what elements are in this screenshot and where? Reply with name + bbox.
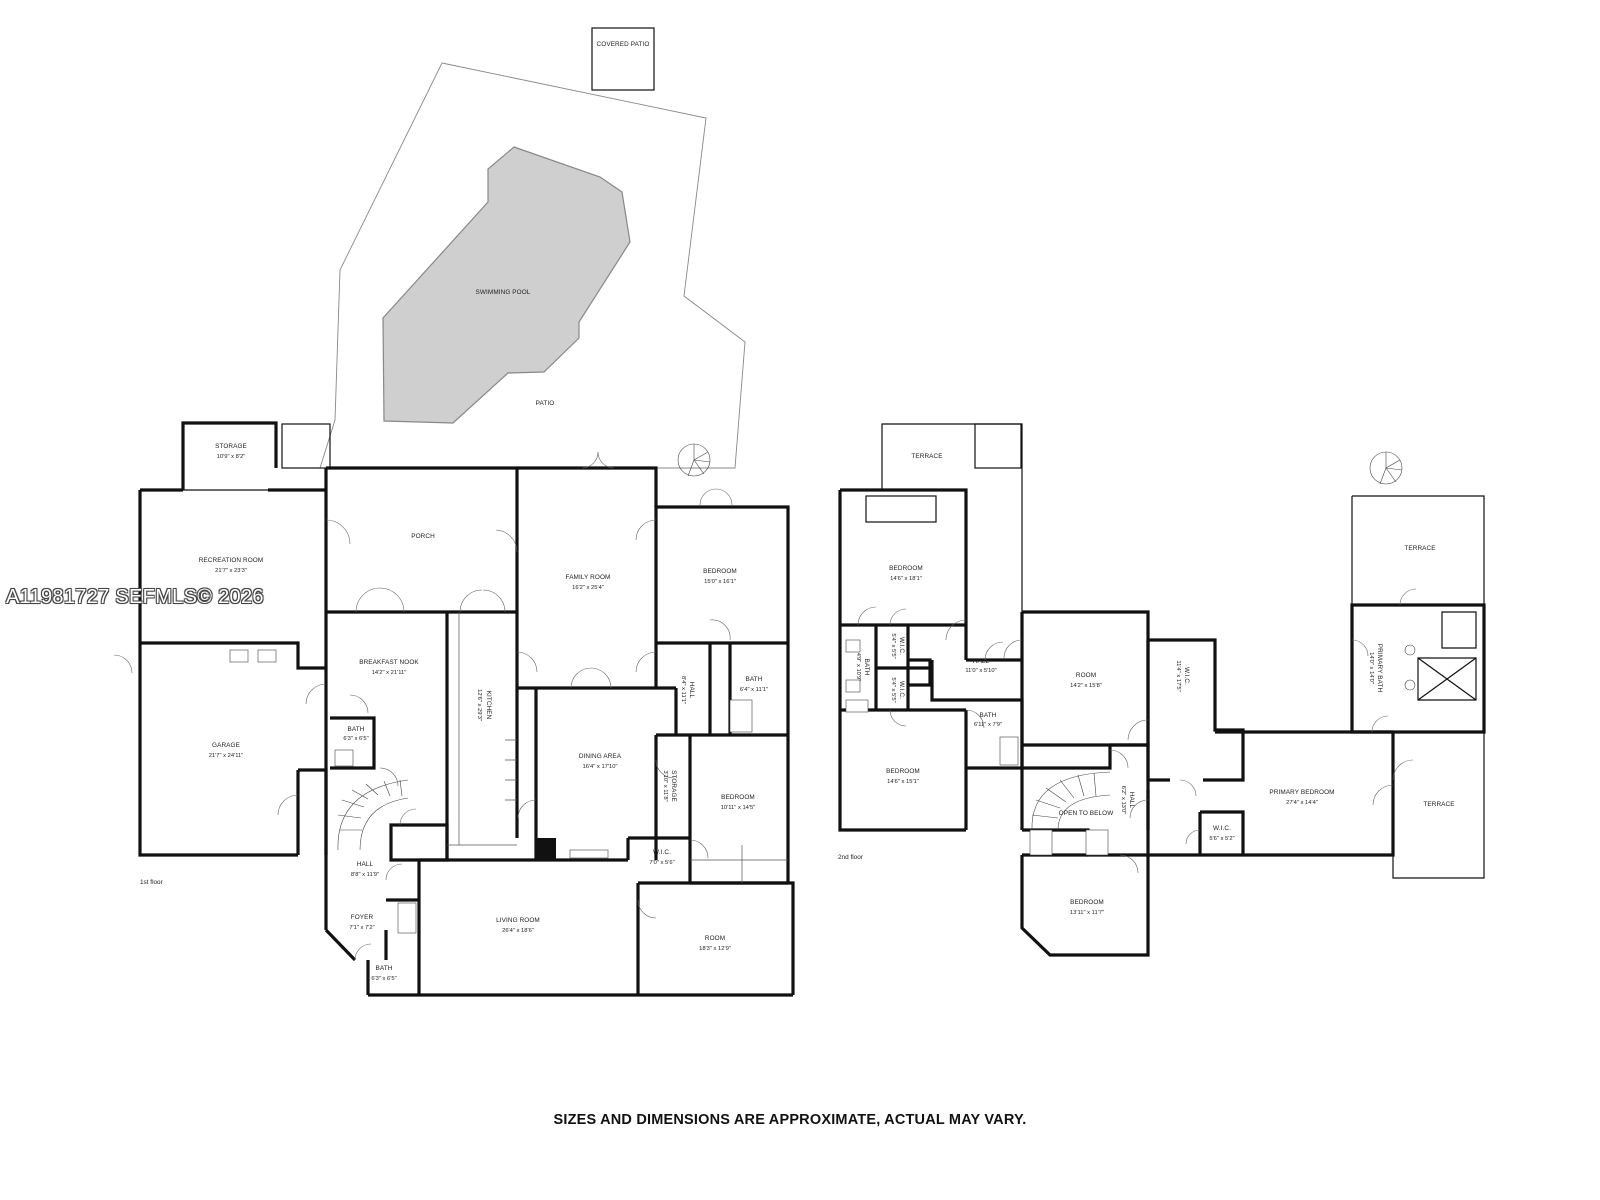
disclaimer-text: SIZES AND DIMENSIONS ARE APPROXIMATE, AC… bbox=[553, 1112, 1027, 1128]
first-floor-details bbox=[229, 612, 788, 934]
bedroom-3-dims: 14'6" x 18'1" bbox=[890, 576, 922, 582]
bedroom-3-label: BEDROOM bbox=[889, 565, 923, 572]
bedroom-1-label: BEDROOM bbox=[703, 568, 737, 575]
family-room-dims: 16'2" x 25'4" bbox=[572, 585, 604, 591]
porch-label: PORCH bbox=[411, 533, 435, 540]
terrace-3-label: TERRACE bbox=[1423, 801, 1454, 808]
hall-2-dims: 8'8" x 11'9" bbox=[351, 872, 379, 878]
second-floor-details bbox=[845, 639, 1109, 856]
bath-2-dims: 6'4" x 11'1" bbox=[740, 687, 768, 693]
bath-2-label: BATH bbox=[746, 676, 763, 683]
primary-bath-label: PRIMARY BATH bbox=[1376, 644, 1383, 693]
recreation-room-dims: 21'7" x 23'3" bbox=[215, 568, 247, 574]
mls-watermark: A11981727 SEFMLS© 2026 bbox=[6, 586, 264, 608]
storage-2-dims: 3'10" x 11'8" bbox=[662, 770, 668, 801]
storage-1-label: STORAGE bbox=[215, 443, 247, 450]
wic-2-label: W.I.C. bbox=[898, 637, 905, 655]
hall-2-label: HALL bbox=[357, 861, 374, 868]
hall-1-dims: 8'4" x 11'1" bbox=[680, 676, 686, 704]
spiral-staircase-1 bbox=[677, 443, 711, 477]
primary-bath-dims: 14'0" x 14'0" bbox=[1368, 652, 1374, 684]
wic-5-dims: 5'6" x 5'2" bbox=[1209, 836, 1234, 842]
storage-1-dims: 10'9" x 8'2" bbox=[217, 454, 246, 460]
bath-1-label: BATH bbox=[348, 726, 365, 733]
bedroom-1-dims: 15'0" x 16'1" bbox=[704, 579, 736, 585]
living-room-label: LIVING ROOM bbox=[496, 917, 540, 924]
room-2-label: ROOM bbox=[1076, 672, 1096, 679]
first-floor-label: 1st floor bbox=[140, 879, 164, 886]
wic-1-dims: 7'0" x 5'6" bbox=[649, 860, 674, 866]
curved-staircase-1 bbox=[337, 779, 409, 851]
bath-1-dims: 6'3" x 6'5" bbox=[343, 736, 368, 742]
primary-bedroom-dims: 27'4" x 14'4" bbox=[1286, 800, 1318, 806]
spiral-staircase-2 bbox=[1369, 451, 1403, 485]
hall-1-label: HALL bbox=[688, 682, 695, 699]
bedroom-5-dims: 13'11" x 11'7" bbox=[1070, 910, 1104, 916]
second-floor-doors bbox=[857, 588, 1417, 874]
patio-label: PATIO bbox=[536, 400, 555, 407]
bath-3-label: BATH bbox=[376, 965, 393, 972]
hall-4-label: HALL bbox=[1128, 792, 1135, 809]
covered-patio-outline bbox=[591, 27, 655, 91]
swimming-pool-label: SWIMMING POOL bbox=[476, 289, 531, 296]
wic-4-dims: 11'4" x 17'5" bbox=[1175, 660, 1181, 691]
curved-staircase-2 bbox=[1031, 771, 1111, 831]
bath-4-label: BATH bbox=[863, 659, 870, 676]
terrace-1-label: TERRACE bbox=[911, 453, 942, 460]
primary-bedroom-label: PRIMARY BEDROOM bbox=[1269, 789, 1334, 796]
bath-5-label: BATH bbox=[980, 712, 997, 719]
wic-5-label: W.I.C. bbox=[1213, 825, 1231, 832]
wic-4-label: W.I.C. bbox=[1183, 667, 1190, 685]
swimming-pool-shape bbox=[382, 146, 631, 424]
room-2-dims: 14'2" x 15'8" bbox=[1070, 683, 1102, 689]
open-to-below-label: OPEN TO BELOW bbox=[1059, 810, 1115, 817]
family-room-label: FAMILY ROOM bbox=[566, 574, 611, 581]
bath-5-dims: 6'11" x 7'9" bbox=[974, 722, 1002, 728]
living-room-dims: 26'4" x 18'6" bbox=[502, 928, 534, 934]
hall-4-dims: 6'2" x 13'0" bbox=[1120, 786, 1126, 815]
bedroom-2-label: BEDROOM bbox=[721, 794, 755, 801]
room-labels: COVERED PATIO SWIMMING POOL PATIO STORAG… bbox=[140, 41, 1455, 982]
garage-dims: 21'7" x 24'11" bbox=[209, 753, 244, 759]
garage-label: GARAGE bbox=[212, 742, 240, 749]
second-floor-walls bbox=[838, 423, 1486, 957]
wic-1-label: W.I.C. bbox=[653, 849, 671, 856]
dining-area-label: DINING AREA bbox=[579, 753, 622, 760]
foyer-dims: 7'1" x 7'2" bbox=[349, 925, 374, 931]
kitchen-dims: 12'6" x 29'3" bbox=[476, 689, 482, 721]
kitchen-label: KITCHEN bbox=[485, 691, 492, 720]
first-floor-walls bbox=[138, 421, 795, 997]
wic-3-label: W.I.C. bbox=[898, 681, 905, 699]
breakfast-nook-dims: 14'2" x 21'11" bbox=[372, 670, 407, 676]
foyer-label: FOYER bbox=[351, 914, 374, 921]
breakfast-nook-label: BREAKFAST NOOK bbox=[359, 659, 419, 666]
bath-3-dims: 6'3" x 6'5" bbox=[371, 976, 396, 982]
bedroom-4-dims: 14'6" x 15'1" bbox=[887, 779, 919, 785]
terrace-2-label: TERRACE bbox=[1404, 545, 1435, 552]
bedroom-5-label: BEDROOM bbox=[1070, 899, 1104, 906]
outdoor-areas bbox=[319, 27, 746, 469]
room-1-dims: 18'3" x 12'9" bbox=[699, 946, 731, 952]
patio-outline bbox=[319, 62, 746, 469]
hall-3-dims: 11'0" x 5'10" bbox=[965, 668, 996, 674]
room-1-label: ROOM bbox=[705, 935, 725, 942]
second-floor-label: 2nd floor bbox=[838, 854, 864, 861]
bedroom-4-label: BEDROOM bbox=[886, 768, 920, 775]
bath-4-dims: 4'9" x 10'9" bbox=[855, 653, 861, 682]
covered-patio-label: COVERED PATIO bbox=[597, 41, 650, 48]
wic-3-dims: 5'4" x 5'5" bbox=[890, 677, 896, 702]
storage-2-label: STORAGE bbox=[670, 770, 677, 802]
hall-3-label: HALL bbox=[973, 658, 990, 665]
dining-area-dims: 16'4" x 17'10" bbox=[582, 764, 617, 770]
recreation-room-label: RECREATION ROOM bbox=[199, 557, 264, 564]
bedroom-2-dims: 10'11" x 14'5" bbox=[721, 805, 756, 811]
wic-2-dims: 5'4" x 5'5" bbox=[890, 633, 896, 658]
first-floor-doors bbox=[113, 451, 733, 961]
